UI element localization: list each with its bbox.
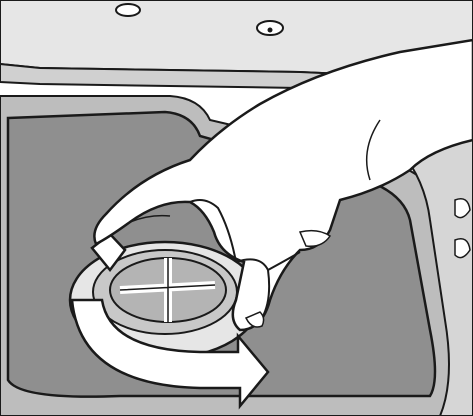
screw-hole-icon xyxy=(116,4,140,16)
